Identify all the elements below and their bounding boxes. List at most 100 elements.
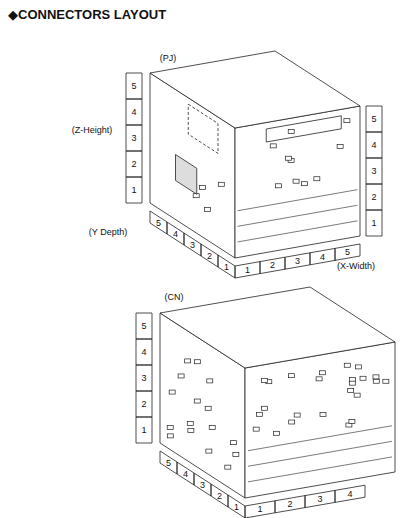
connector-mark (207, 379, 213, 383)
connector-mark (187, 422, 193, 426)
grid-number: 1 (257, 505, 262, 514)
connector-mark (167, 434, 173, 438)
grid-number: 1 (141, 426, 146, 435)
grid-number: 4 (371, 141, 376, 150)
grid-cell (126, 151, 142, 177)
grid-cell (126, 177, 142, 203)
connector-mark (344, 363, 350, 367)
connector-mark (293, 179, 299, 183)
grid-cell (275, 496, 305, 513)
grid-number: 4 (347, 489, 352, 498)
grid-cell (194, 473, 211, 496)
grid-number: 2 (207, 251, 212, 260)
connector-mark (285, 156, 291, 160)
grid-cell (126, 73, 142, 99)
grid-number: 3 (131, 134, 136, 143)
grid-number: 3 (371, 167, 376, 176)
grid-cell (126, 99, 142, 125)
connector-mark (225, 465, 231, 469)
axis-label: (CN) (165, 293, 184, 302)
grid-number: 1 (371, 219, 376, 228)
connector-mark (348, 389, 354, 393)
pcb-board (266, 116, 341, 142)
grid-cell (366, 184, 382, 210)
connector-mark (288, 129, 294, 133)
grid-cell (126, 125, 142, 151)
connector-mark (256, 412, 262, 416)
top-face (150, 51, 360, 128)
connector-mark (337, 145, 343, 149)
grid-cell (285, 253, 310, 269)
connector-mark (253, 427, 259, 431)
grid-number: 2 (141, 400, 146, 409)
drawer-line (248, 457, 392, 482)
top-face (160, 287, 395, 368)
connector-mark (373, 379, 379, 383)
grid-cell (136, 365, 152, 391)
axis-label: (PJ) (160, 54, 177, 63)
grid-cell (201, 244, 218, 267)
grid-cell (366, 210, 382, 236)
grid-cell (335, 485, 365, 502)
grid-cell (310, 248, 335, 264)
grid-number: 4 (183, 469, 188, 478)
grid-number: 3 (295, 257, 300, 266)
connector-mark (204, 207, 210, 211)
grid-number: 5 (371, 115, 376, 124)
grid-number: 1 (234, 502, 239, 511)
connector-mark (188, 429, 194, 433)
drawer-line (238, 190, 358, 211)
connector-mark (294, 413, 300, 417)
grid-number: 2 (217, 491, 222, 500)
page-title: ◆CONNECTORS LAYOUT (8, 8, 166, 21)
grid-cell (235, 262, 260, 278)
connector-mark (275, 184, 281, 188)
grid-number: 5 (345, 248, 350, 257)
grid-number: 2 (287, 500, 292, 509)
grid-cell (366, 158, 382, 184)
grid-number: 1 (131, 186, 136, 195)
grid-number: 4 (131, 108, 136, 117)
connector-mark (206, 449, 212, 453)
connector-mark (231, 441, 237, 445)
grid-number: 1 (245, 265, 250, 274)
connector-mark (169, 390, 175, 394)
connector-mark (209, 426, 215, 430)
grid-number: 5 (156, 218, 161, 227)
grid-number: 3 (141, 374, 146, 383)
drawer-line (248, 441, 392, 466)
grid-cell (335, 244, 360, 260)
pcb-board (176, 155, 197, 195)
connector-mark (185, 359, 191, 363)
pcb-board (188, 104, 218, 153)
grid-cell (228, 495, 245, 518)
connector-mark (194, 399, 200, 403)
grid-cell (136, 339, 152, 365)
grid-cell (160, 451, 177, 474)
connector-mark (349, 419, 355, 423)
grid-cell (136, 313, 152, 339)
grid-number: 2 (371, 193, 376, 202)
connector-mark (320, 371, 326, 375)
connector-mark (373, 375, 379, 379)
grid-number: 5 (166, 458, 171, 467)
connector-mark (289, 420, 295, 424)
grid-cell (167, 222, 184, 245)
grid-number: 4 (141, 348, 146, 357)
axis-label: (Z-Height) (72, 126, 113, 135)
connector-mark (205, 406, 211, 410)
grid-cell (245, 501, 275, 518)
grid-cell (184, 233, 201, 256)
grid-cell (260, 257, 285, 273)
connector-mark (344, 119, 350, 123)
axis-label: (Y Depth) (89, 228, 127, 237)
grid-cell (366, 132, 382, 158)
connector-mark (270, 144, 276, 148)
axis-label: (X-Width) (337, 262, 375, 271)
grid-number: 4 (173, 229, 178, 238)
connector-mark (354, 393, 360, 397)
connector-mark (289, 374, 295, 378)
front-face (235, 106, 360, 258)
connector-mark (383, 379, 389, 383)
connector-mark (233, 453, 239, 457)
